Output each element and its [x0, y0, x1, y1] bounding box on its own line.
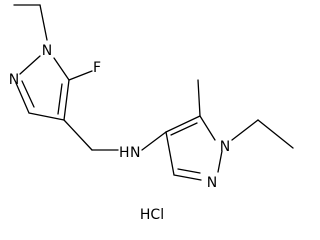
bond-c5-c4-right-a: [165, 115, 201, 133]
bond-nh-c4-right: [141, 131, 167, 151]
atom-label-n1-right: N: [220, 139, 230, 155]
bond-c4-c5-left-b: [57, 83, 63, 115]
hcl-label: HCl: [140, 207, 164, 223]
amine-group: H N: [119, 131, 167, 161]
bond-c5-methyl: [197, 79, 201, 117]
right-pyrazole: N N: [165, 79, 294, 191]
atom-label-f: F: [93, 60, 101, 76]
bond-n2-n1-right: [217, 150, 223, 173]
bond-c4-ch2: [63, 119, 93, 151]
bond-c3-c4-left: [28, 112, 65, 121]
bond-c3-n2-right-b: [177, 168, 201, 174]
bond-c5-f: [68, 70, 93, 81]
structure-diagram: N N F H N N N HCl: [9, 4, 294, 223]
bond-ethyl-ch2-left: [39, 4, 48, 41]
atom-label-n2-left: N: [9, 72, 19, 88]
bond-n2-c3-left-b: [21, 80, 35, 108]
bond-n1-c5-right: [199, 115, 216, 141]
bond-n1-n2-left: [19, 55, 41, 75]
bond-c5-n1-left: [53, 57, 70, 81]
bond-c3-n2-right-a: [173, 174, 202, 181]
bond-c5-c4-right-b: [170, 122, 198, 136]
bond-ch2-ch3-right: [257, 119, 294, 149]
atom-label-n2-right: N: [207, 175, 217, 191]
bond-c4-c3-right: [165, 131, 175, 176]
atom-label-n1-left: N: [42, 43, 52, 59]
atom-label-nh-h: H: [119, 145, 130, 161]
bond-c4-c5-left-a: [63, 79, 70, 121]
bond-n2-c3-left-a: [15, 82, 30, 114]
atom-label-nh-n: N: [130, 145, 140, 161]
bond-n1-ch2-right: [231, 119, 259, 141]
left-pyrazole: N N F: [9, 4, 119, 151]
